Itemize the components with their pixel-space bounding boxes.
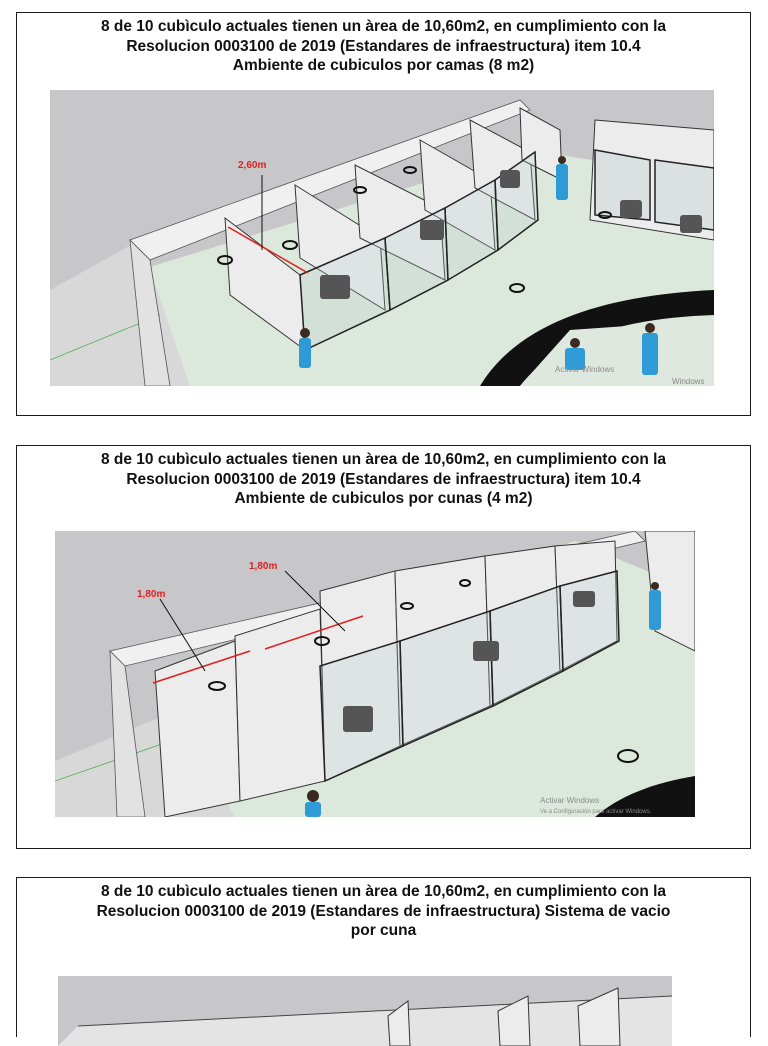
nurse-figure-icon: [299, 156, 658, 375]
caption-line-2: Resolucion 0003100 de 2019 (Estandares d…: [126, 37, 641, 55]
panel-caption: 8 de 10 cubìculo actuales tienen un àrea…: [17, 450, 750, 509]
caption-line-1: 8 de 10 cubìculo actuales tienen un àrea…: [100, 18, 667, 35]
nurse-figure-icon: [305, 582, 661, 817]
rendering-cubicles-camas: 2,60m Activar Windows Windows: [50, 90, 714, 386]
caption-line-1: 8 de 10 cubìculo actuales tienen un àrea…: [100, 883, 667, 900]
ceiling-lamp-icon: [208, 579, 639, 763]
watermark-text: Ve a Configuración para activar Windows.: [540, 809, 652, 815]
watermark-text: Activar Windows: [540, 796, 599, 805]
ceiling-lamp-icon: [217, 166, 612, 293]
slide-panel-cunas: 8 de 10 cubìculo actuales tienen un àrea…: [16, 445, 751, 849]
caption-line-3: Ambiente de cubiculos por cunas (4 m2): [234, 490, 533, 507]
watermark-text: Windows: [672, 377, 704, 386]
watermark-text: Activar Windows: [555, 365, 614, 374]
slide-panel-camas: 8 de 10 cubìculo actuales tienen un àrea…: [16, 12, 751, 416]
rendering-cubicles-vacio: [58, 976, 672, 1046]
panel-caption: 8 de 10 cubìculo actuales tienen un àrea…: [17, 17, 750, 76]
armchair-icon: [320, 170, 702, 299]
dimension-label: 1,80m: [249, 561, 277, 572]
caption-line-3: por cuna: [350, 922, 417, 939]
dimension-label: 2,60m: [238, 160, 266, 171]
armchair-icon: [343, 591, 595, 732]
panel-caption: 8 de 10 cubìculo actuales tienen un àrea…: [17, 882, 750, 941]
caption-line-3: Ambiente de cubiculos por camas (8 m2): [232, 57, 535, 74]
caption-line-2: Resolucion 0003100 de 2019 (Estandares d…: [96, 902, 671, 920]
dimension-label: 1,80m: [137, 589, 165, 600]
caption-line-2: Resolucion 0003100 de 2019 (Estandares d…: [126, 470, 641, 488]
slide-panel-vacio: 8 de 10 cubìculo actuales tienen un àrea…: [16, 877, 751, 1046]
caption-line-1: 8 de 10 cubìculo actuales tienen un àrea…: [100, 451, 667, 468]
rendering-cubicles-cunas: 1,80m 1,80m Activar Windows Ve a Configu…: [55, 531, 695, 817]
